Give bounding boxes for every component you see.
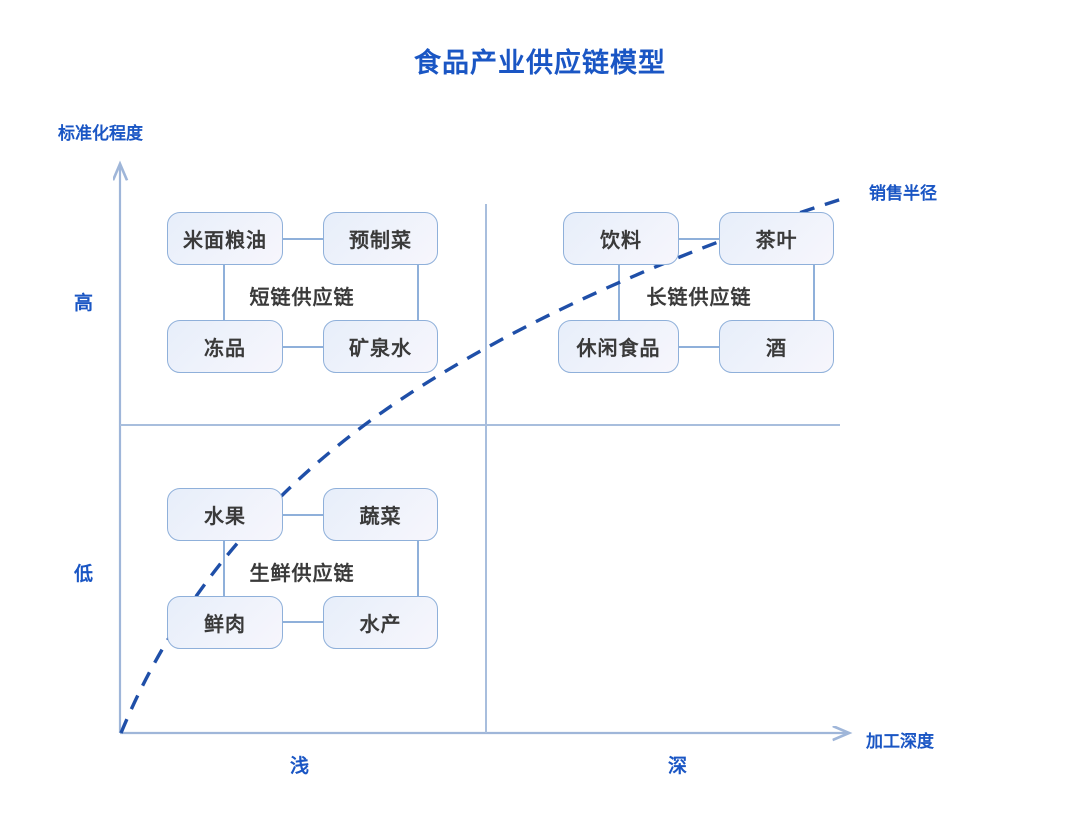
node-fresh-meat[interactable]: 鲜肉 <box>167 596 283 649</box>
group-label-short-chain: 短链供应链 <box>249 287 355 309</box>
node-prepared-dishes[interactable]: 预制菜 <box>323 212 438 265</box>
node-snack-foods[interactable]: 休闲食品 <box>558 320 679 373</box>
node-mineral-water[interactable]: 矿泉水 <box>323 320 438 373</box>
sales-radius-curve <box>119 196 846 734</box>
y-axis-title: 标准化程度 <box>58 124 143 143</box>
x-tick-shallow: 浅 <box>290 756 310 777</box>
node-tea[interactable]: 茶叶 <box>719 212 834 265</box>
node-frozen-goods[interactable]: 冻品 <box>167 320 283 373</box>
page-title: 食品产业供应链模型 <box>414 48 666 78</box>
x-tick-deep: 深 <box>668 756 688 777</box>
node-fruit[interactable]: 水果 <box>167 488 283 541</box>
y-tick-high: 高 <box>74 293 94 314</box>
x-axis-title: 加工深度 <box>866 732 934 751</box>
group-label-fresh-chain: 生鲜供应链 <box>249 563 355 585</box>
node-rice-flour-grain-oil[interactable]: 米面粮油 <box>167 212 283 265</box>
y-tick-low: 低 <box>74 564 94 585</box>
sales-radius-label: 销售半径 <box>869 184 937 203</box>
node-vegetable[interactable]: 蔬菜 <box>323 488 438 541</box>
node-aquatic[interactable]: 水产 <box>323 596 438 649</box>
node-liquor[interactable]: 酒 <box>719 320 834 373</box>
group-label-long-chain: 长链供应链 <box>646 287 752 309</box>
node-beverages[interactable]: 饮料 <box>563 212 679 265</box>
